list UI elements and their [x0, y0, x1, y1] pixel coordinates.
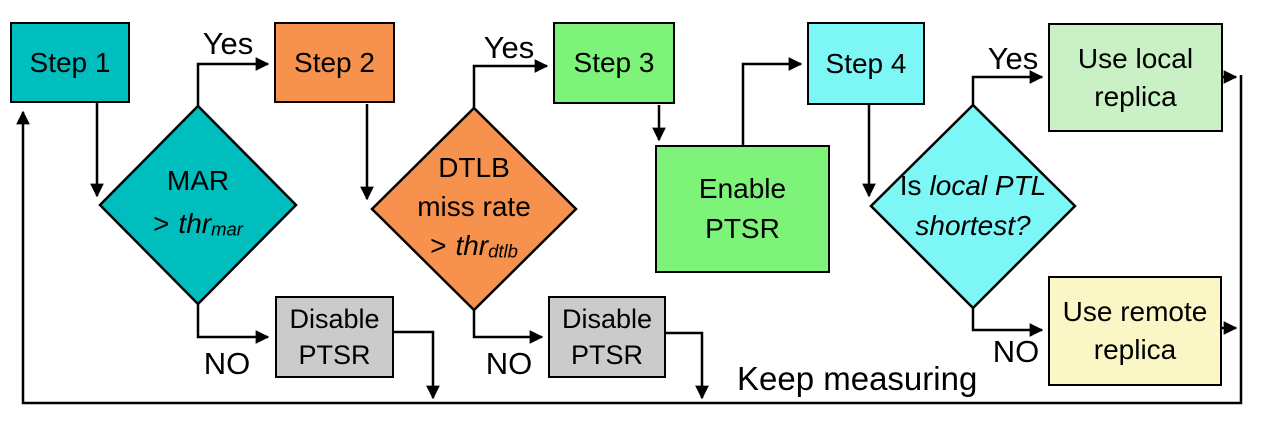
no-label-ptl: NO — [992, 334, 1040, 369]
enable-ptsr-label-line1: Enable — [698, 173, 787, 204]
disable-ptsr-b-label-line2: PTSR — [570, 340, 643, 370]
use-local-replica-box: Use local replica — [1048, 23, 1223, 132]
enable-ptsr-label-line2: PTSR — [705, 213, 780, 244]
edge-disable-a-to-bottom — [394, 330, 440, 400]
edge-feedback-loop — [16, 75, 1243, 405]
step3-box: Step 3 — [553, 22, 675, 104]
use-local-replica-label-line2: replica — [1094, 80, 1177, 112]
yes-label-ptl: Yes — [987, 41, 1039, 76]
disable-ptsr-box-a: Disable PTSR — [275, 296, 394, 378]
step3-label: Step 3 — [573, 47, 655, 78]
mar-decision-diamond — [98, 104, 298, 306]
step2-box: Step 2 — [274, 22, 395, 103]
step1-box: Step 1 — [10, 22, 130, 103]
step4-label: Step 4 — [825, 47, 907, 79]
edge-mar-yes-to-step2 — [196, 57, 270, 106]
edge-dtlb-yes-to-step3 — [472, 59, 549, 108]
disable-ptsr-a-label-line1: Disable — [289, 304, 380, 334]
step2-label: Step 2 — [294, 46, 375, 78]
edge-disable-b-to-bottom — [666, 331, 709, 400]
edge-ptl-yes-to-use-local — [971, 70, 1044, 105]
use-local-replica-label-line1: Use local — [1077, 42, 1194, 74]
no-label-dtlb: NO — [485, 346, 533, 381]
dtlb-decision-diamond — [370, 106, 578, 312]
enable-ptsr-box: Enable PTSR — [655, 145, 830, 273]
yes-label-mar: Yes — [202, 26, 254, 61]
keep-measuring-label: Keep measuring — [737, 360, 978, 397]
disable-ptsr-a-label-line2: PTSR — [298, 340, 371, 370]
ptl-decision-diamond — [869, 103, 1077, 310]
step1-label: Step 1 — [29, 46, 111, 78]
edge-ptl-no-to-use-remote — [971, 308, 1044, 337]
yes-label-dtlb: Yes — [483, 30, 535, 65]
use-remote-replica-box: Use remote replica — [1048, 276, 1222, 386]
use-remote-replica-label-line2: replica — [1093, 334, 1177, 365]
edge-dtlb-no-to-disable-b — [472, 310, 544, 344]
step4-box: Step 4 — [807, 22, 925, 105]
disable-ptsr-b-label-line1: Disable — [561, 304, 653, 334]
edge-enable-ptsr-to-step4 — [741, 57, 803, 146]
no-label-mar: NO — [203, 346, 251, 381]
edge-mar-no-to-disable-a — [196, 304, 270, 344]
disable-ptsr-box-b: Disable PTSR — [548, 296, 666, 378]
use-remote-replica-label-line1: Use remote — [1062, 296, 1208, 327]
